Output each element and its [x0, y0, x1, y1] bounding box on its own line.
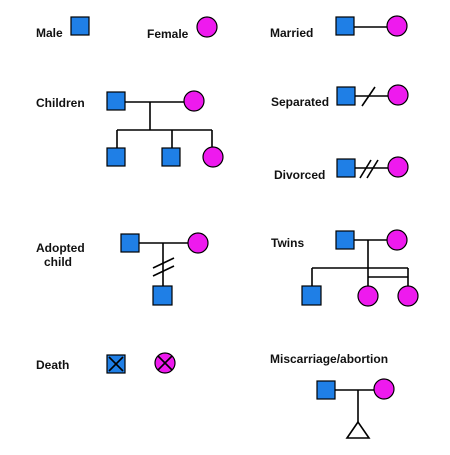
father-square-icon	[120, 233, 140, 253]
adopted-child-symbol	[120, 232, 209, 306]
father-square-icon	[335, 230, 355, 250]
son-square-icon	[301, 285, 322, 306]
divorce-slash	[366, 159, 379, 179]
daughter-circle-icon	[202, 146, 224, 168]
deceased-male-x-icon	[106, 354, 126, 374]
adopted-label-line2: child	[44, 255, 72, 269]
adopted-son-square-icon	[152, 285, 173, 306]
children-symbol	[106, 90, 224, 168]
mother-circle-icon	[183, 90, 205, 112]
divorced-symbol	[336, 156, 409, 179]
female-circle-icon	[196, 16, 218, 38]
divorced-label: Divorced	[274, 168, 325, 182]
deceased-female-x-icon	[154, 352, 176, 374]
miscarriage-symbol	[316, 378, 395, 439]
separated-label: Separated	[271, 95, 329, 109]
married-symbol	[335, 15, 408, 37]
children-label: Children	[36, 96, 85, 110]
father-square-icon	[106, 91, 126, 111]
separated-symbol	[336, 84, 409, 107]
death-cross	[157, 355, 173, 371]
death-label: Death	[36, 358, 69, 372]
adoption-hash	[152, 265, 175, 277]
female-label: Female	[147, 27, 189, 41]
son-square-icon	[106, 147, 126, 167]
twins-label: Twins	[271, 236, 304, 250]
miscarriage-label: Miscarriage/abortion	[270, 352, 388, 366]
wife-circle-icon	[386, 15, 408, 37]
separation-slash	[361, 86, 376, 107]
mother-circle-icon	[373, 378, 395, 400]
triangle-icon	[345, 420, 371, 439]
husband-square-icon	[336, 86, 356, 106]
adopted-label-line1: Adopted	[36, 241, 85, 255]
husband-square-icon	[336, 158, 356, 178]
wife-circle-icon	[387, 84, 409, 106]
adoption-hash	[152, 257, 175, 269]
male-square-icon	[70, 16, 90, 36]
son-square-icon	[161, 147, 181, 167]
male-label: Male	[36, 26, 63, 40]
father-square-icon	[316, 380, 336, 400]
husband-square-icon	[335, 16, 355, 36]
divorce-slash	[359, 159, 372, 179]
twin-daughter-circle-icon	[397, 285, 419, 307]
married-label: Married	[270, 26, 313, 40]
wife-circle-icon	[387, 156, 409, 178]
mother-circle-icon	[386, 229, 408, 251]
twins-symbol	[301, 229, 419, 307]
twin-daughter-circle-icon	[357, 285, 379, 307]
mother-circle-icon	[187, 232, 209, 254]
death-cross	[108, 356, 124, 372]
